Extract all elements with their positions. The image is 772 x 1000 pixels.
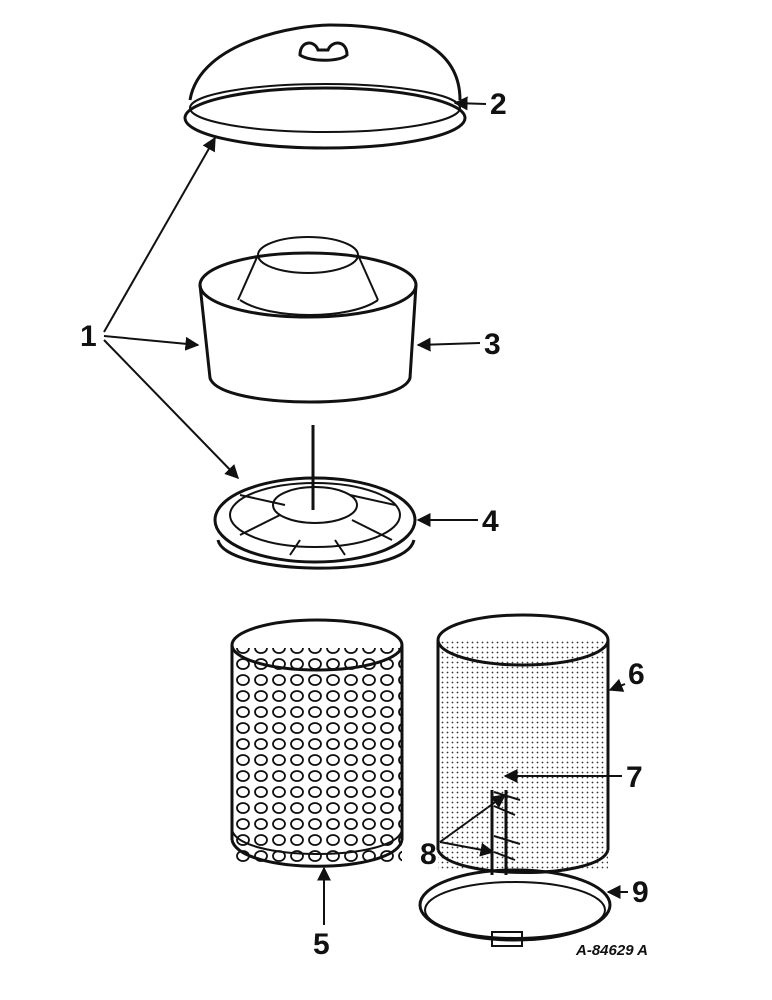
clamp-bolt xyxy=(491,931,523,947)
callout-9: 9 xyxy=(632,876,649,909)
drawing-code: A-84629 A xyxy=(575,942,648,959)
clips xyxy=(493,791,521,861)
callout-4: 4 xyxy=(482,505,499,538)
callout-8: 8 xyxy=(420,838,437,871)
leader-lines xyxy=(103,96,628,925)
air-cleaner-body-baffle xyxy=(213,425,417,570)
air-cleaner-cover xyxy=(183,23,467,150)
callout-2: 2 xyxy=(490,88,507,121)
callout-7: 7 xyxy=(626,761,643,794)
callout-6: 6 xyxy=(628,658,645,691)
screen-filter-element xyxy=(436,613,610,875)
callout-1: 1 xyxy=(80,320,97,353)
wing-nut xyxy=(298,41,349,62)
callout-3: 3 xyxy=(484,328,501,361)
callout-5: 5 xyxy=(313,928,330,961)
band-clamp xyxy=(418,868,612,947)
air-cleaner-bowl xyxy=(198,236,418,404)
perforated-filter-element xyxy=(230,618,404,868)
